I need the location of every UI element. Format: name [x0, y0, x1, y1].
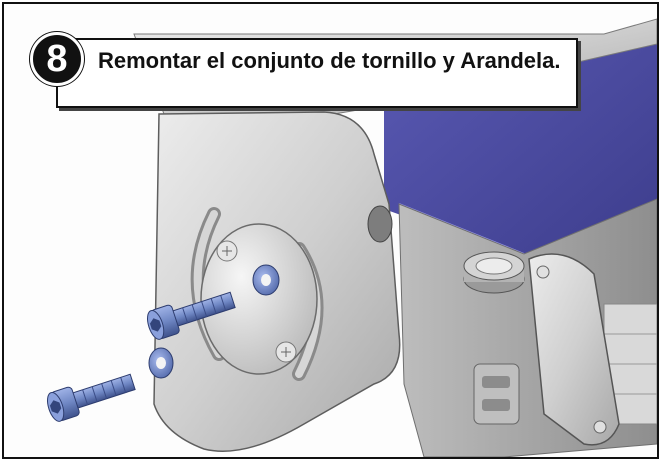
knob-icon — [463, 251, 525, 294]
step-number: 8 — [46, 38, 68, 80]
washer-icon — [252, 264, 280, 296]
end-cap-icon — [153, 111, 401, 452]
washer-icon — [148, 347, 174, 379]
bolt-icon — [47, 373, 136, 422]
bolt-icon — [147, 291, 236, 340]
instruction-text: Remontar el conjunto de tornillo y Arand… — [98, 48, 561, 73]
pulley-cover-icon — [528, 253, 620, 446]
instruction-caption: Remontar el conjunto de tornillo y Arand… — [56, 38, 578, 108]
step-number-badge: 8 — [30, 32, 84, 86]
